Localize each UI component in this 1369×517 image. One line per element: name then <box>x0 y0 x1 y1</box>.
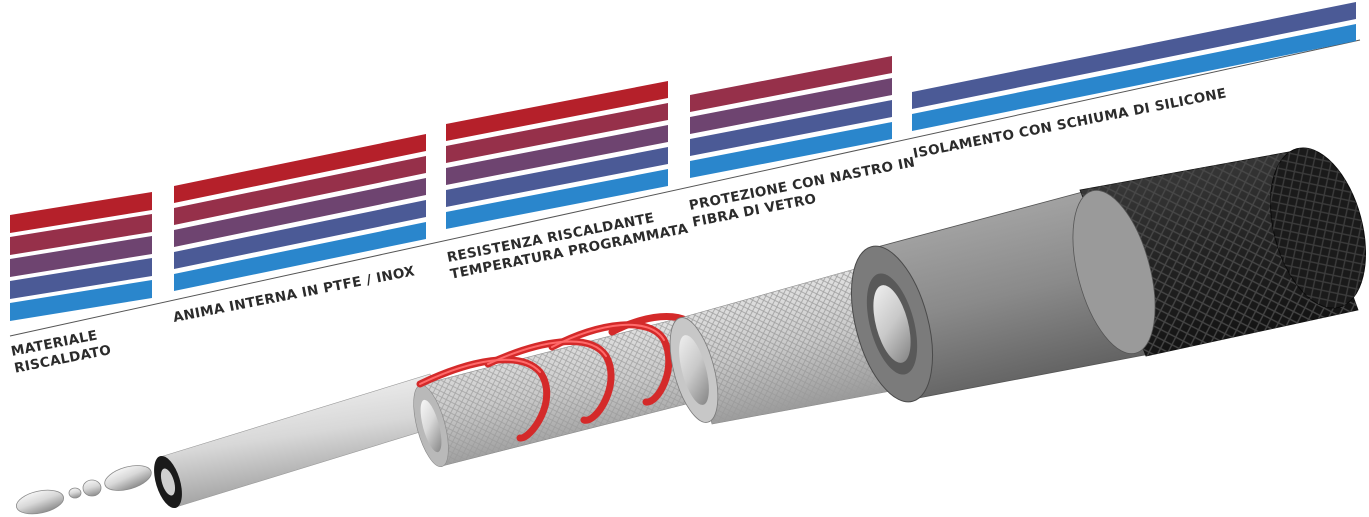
stripe-indigo <box>10 258 152 299</box>
stripe-baseline <box>9 39 1361 337</box>
stripe-red <box>10 192 152 233</box>
stripe-red <box>174 134 426 203</box>
stripe-group-protezione <box>690 56 892 178</box>
material-droplets <box>16 465 152 515</box>
stripe-crimson <box>446 103 668 163</box>
stripe-purple <box>446 125 668 185</box>
stripe-crimson <box>10 214 152 255</box>
stripe-indigo <box>912 2 1356 109</box>
mesh-sleeve-inner <box>413 317 703 468</box>
stripe-indigo <box>174 200 426 269</box>
stripe-blue <box>10 280 152 321</box>
outer-braid-sleeve <box>1072 147 1367 357</box>
stripe-group-anima <box>174 134 426 291</box>
stripe-blue <box>446 169 668 229</box>
cable-illustration <box>16 147 1367 515</box>
stripe-red <box>446 81 668 141</box>
stripe-indigo <box>690 100 892 156</box>
stripe-purple <box>10 236 152 277</box>
stripe-purple <box>174 178 426 247</box>
layer-stripes <box>9 2 1361 337</box>
stripe-blue <box>690 122 892 178</box>
stripe-purple <box>690 78 892 134</box>
stripe-group-isolamento <box>912 2 1356 131</box>
stripe-group-resistenza <box>446 81 668 229</box>
stripe-blue <box>912 24 1356 131</box>
stripe-blue <box>174 222 426 291</box>
stripe-crimson <box>690 56 892 112</box>
inner-core-tube <box>154 373 447 509</box>
stripe-crimson <box>174 156 426 225</box>
stripe-group-materiale <box>10 192 152 321</box>
stripe-indigo <box>446 147 668 207</box>
